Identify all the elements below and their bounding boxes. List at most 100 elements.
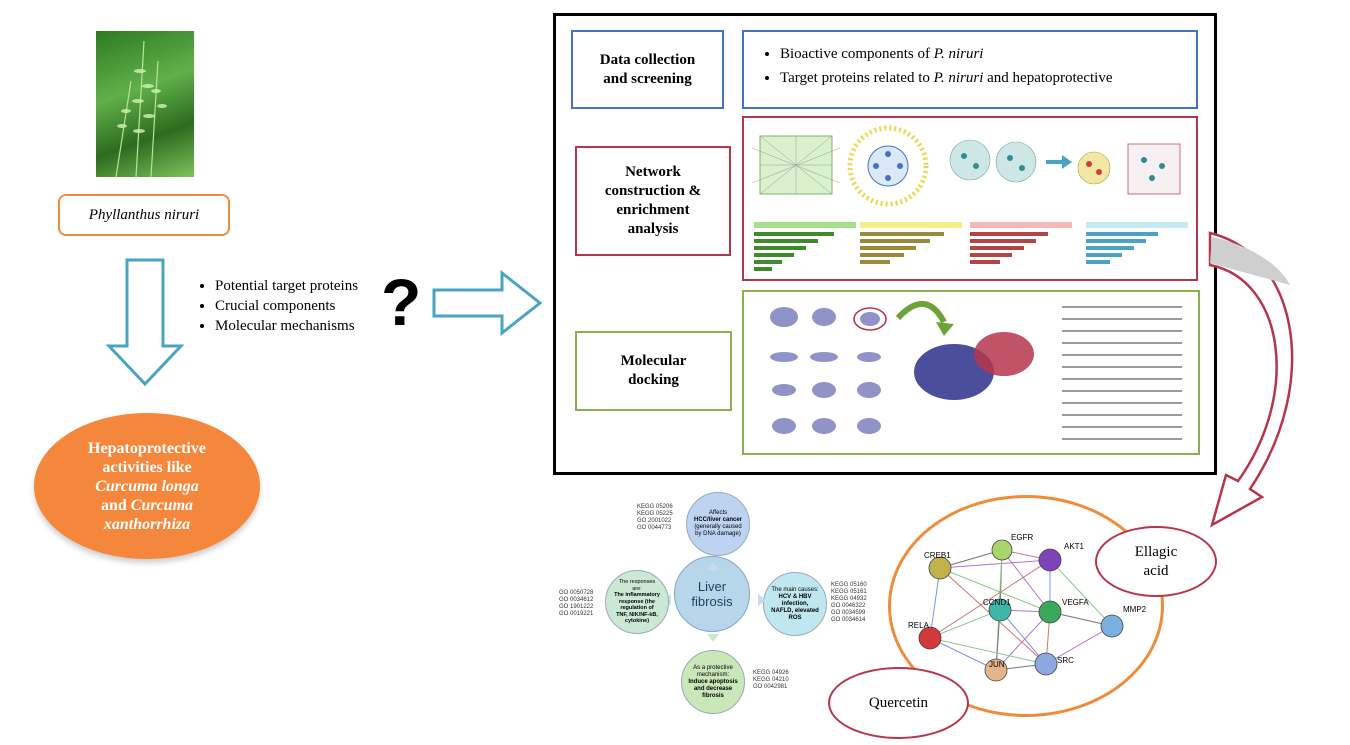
- code-item: GO 0046322: [831, 603, 866, 609]
- hepato-conjunction: and: [100, 496, 127, 514]
- network-line1: Network: [625, 164, 681, 180]
- network-line2: construction &: [604, 183, 702, 199]
- network-line3: enrichment: [616, 202, 690, 218]
- cycle-top-circle: Affects HCC/liver cancer (generally caus…: [686, 492, 750, 556]
- liver-fibrosis-cycle: Affects HCC/liver cancer (generally caus…: [553, 490, 878, 730]
- cycle-right-line2: HCV & HBV: [778, 593, 812, 600]
- phyllanthus-plant-image: [96, 31, 194, 177]
- data-collection-line2: and screening: [603, 70, 692, 87]
- cycle-left-line3: The inflammatory: [614, 592, 660, 599]
- ppi-label-ccnd1: CCND1: [983, 598, 1011, 607]
- cycle-left-line6: TNF, NIK/NF-kB,: [616, 611, 658, 618]
- code-item: GO 0034614: [831, 617, 866, 623]
- cycle-bottom-codes: KEGG 04926 KEGG 04210 GO 0042981: [753, 670, 789, 691]
- code-item: GO 0050728: [559, 590, 594, 596]
- cycle-left-line7: cytokine): [624, 618, 650, 625]
- hepato-species2-part1: Curcuma: [130, 496, 194, 514]
- data-collection-label-box: Data collection and screening: [571, 30, 724, 109]
- question-item: Molecular mechanisms: [215, 316, 358, 336]
- ppi-label-mmp2: MMP2: [1123, 605, 1147, 614]
- curved-arrow-icon: [1208, 231, 1294, 528]
- questions-list: Potential target proteins Crucial compon…: [195, 276, 358, 336]
- cycle-left-line5: regulation of: [620, 605, 654, 612]
- cycle-bottom-line3: Induce apoptosis: [688, 678, 738, 685]
- docking-line1: Molecular: [620, 353, 687, 369]
- right-arrow-icon: [432, 270, 543, 336]
- network-graphs-image: [751, 125, 1188, 271]
- ppi-network-ellipse: [888, 495, 1164, 717]
- cycle-top-line1: Affects: [708, 510, 728, 516]
- docking-label-box: Molecular docking: [575, 331, 732, 411]
- quercetin-ellipse: Quercetin: [828, 667, 969, 739]
- ppi-label-jun: JUN: [989, 660, 1005, 669]
- code-item: KEGG 05160: [831, 582, 867, 588]
- network-label-box: Network construction & enrichment analys…: [575, 146, 731, 256]
- question-item: Crucial components: [215, 296, 358, 316]
- cycle-left-line4: response (the: [618, 598, 656, 605]
- cycle-left-circle: The responses are: The inflammatory resp…: [605, 570, 669, 634]
- hepato-species2-line: and Curcuma: [101, 496, 193, 515]
- hepato-species2-part2: xanthorrhiza: [103, 515, 191, 533]
- cycle-left-line1: The responses: [618, 579, 656, 586]
- code-item: GO 0044773: [637, 525, 672, 531]
- cycle-right-codes: KEGG 05160 KEGG 05161 KEGG 04932 GO 0046…: [831, 582, 867, 624]
- hepatoprotective-ellipse: Hepatoprotective activities like Curcuma…: [34, 413, 260, 559]
- bullet1-prefix: Bioactive components of: [780, 46, 934, 62]
- cycle-bottom-line5: fibrosis: [702, 692, 724, 699]
- cycle-top-line2: HCC/liver cancer: [693, 517, 743, 523]
- cycle-bottom-line2: mechanism:: [696, 671, 730, 678]
- docking-content-box: [742, 290, 1200, 455]
- cycle-center-line2: fibrosis: [691, 594, 733, 609]
- ppi-label-akt1: AKT1: [1064, 542, 1085, 551]
- down-arrow-icon: [105, 258, 185, 387]
- hepato-line2: activities like: [102, 458, 192, 476]
- cycle-right-line5: ROS: [788, 614, 802, 621]
- cycle-right-line4: NAFLD, elevated: [771, 607, 819, 614]
- data-collection-bullet-1: Bioactive components of P. niruri: [780, 42, 1196, 66]
- code-item: GO 0042981: [753, 684, 788, 690]
- data-collection-bullet-2: Target proteins related to P. niruri and…: [780, 66, 1196, 90]
- code-item: KEGG 05161: [831, 589, 867, 595]
- plant-name-label: Phyllanthus niruri: [88, 206, 200, 223]
- docking-line2: docking: [628, 372, 679, 388]
- plant-name-box: Phyllanthus niruri: [58, 194, 230, 236]
- cycle-left-codes: GO 0050728 GO 0034612 GO 1901222 GO 0019…: [559, 590, 593, 618]
- code-item: KEGG 04210: [753, 677, 789, 683]
- cycle-left-line2: are:: [632, 585, 642, 592]
- bullet2-suffix: and hepatoprotective: [983, 70, 1113, 86]
- code-item: KEGG 05206: [637, 504, 673, 510]
- cycle-center-circle: Liver fibrosis: [674, 556, 750, 632]
- plant-leaves-icon: [115, 40, 167, 177]
- cycle-center-line1: Liver: [697, 579, 727, 594]
- hepato-line1: Hepatoprotective: [88, 439, 206, 457]
- network-line4: analysis: [627, 221, 679, 237]
- ellagic-line2: acid: [1143, 562, 1169, 579]
- question-item: Potential target proteins: [215, 276, 358, 296]
- ppi-label-creb1: CREB1: [924, 551, 951, 560]
- question-mark: ?: [381, 265, 422, 339]
- ppi-label-rela: RELA: [908, 621, 929, 630]
- data-collection-line1: Data collection: [599, 51, 696, 68]
- cycle-bottom-line1: As a protective: [693, 664, 733, 671]
- docking-structures-image: [770, 300, 1182, 440]
- code-item: KEGG 04932: [831, 596, 867, 602]
- ppi-network-graph: [918, 539, 1124, 682]
- code-item: GO 2001022: [637, 518, 672, 524]
- cycle-top-line3: (generally caused: [694, 524, 742, 530]
- code-item: GO 0019221: [559, 611, 594, 617]
- network-content-box: [742, 116, 1198, 281]
- ppi-label-egfr: EGFR: [1011, 533, 1034, 542]
- cycle-top-codes: KEGG 05206 KEGG 05225 GO 2001022 GO 0044…: [637, 504, 673, 532]
- code-item: GO 0034612: [559, 597, 594, 603]
- ppi-label-vegfa: VEGFA: [1062, 598, 1089, 607]
- cycle-bottom-line4: and decrease: [693, 685, 733, 692]
- cycle-top-line4: by DNA damage): [695, 531, 741, 537]
- bullet2-species: P. niruri: [933, 70, 984, 86]
- bullet1-species: P. niruri: [933, 46, 984, 62]
- cycle-right-line1: The main causes:: [771, 586, 819, 593]
- quercetin-label: Quercetin: [868, 694, 929, 711]
- code-item: KEGG 05225: [637, 511, 673, 517]
- ellagic-line1: Ellagic: [1134, 543, 1178, 560]
- cycle-right-circle: The main causes: HCV & HBV infection, NA…: [763, 572, 827, 636]
- code-item: KEGG 04926: [753, 670, 789, 676]
